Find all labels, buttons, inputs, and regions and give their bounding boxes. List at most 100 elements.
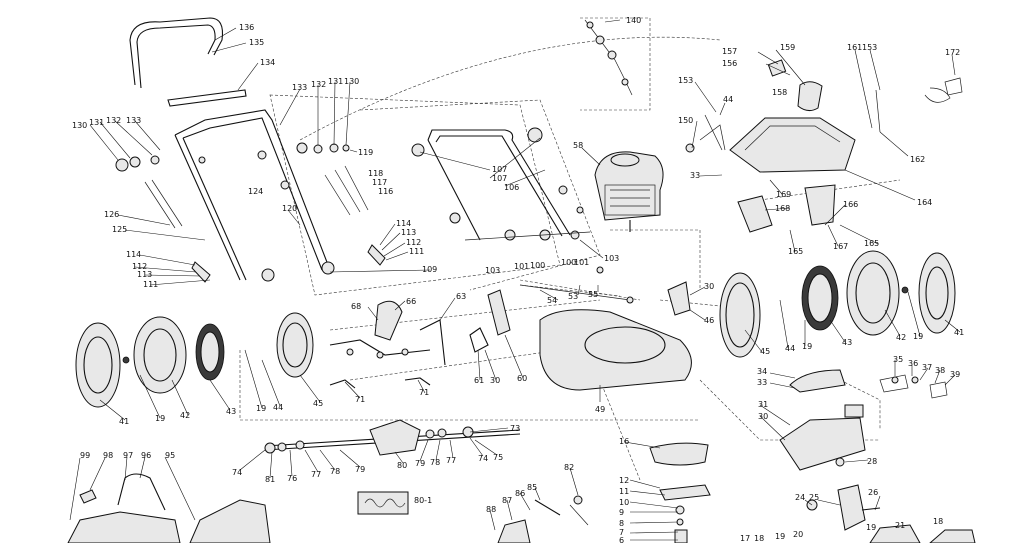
part-label: 114 [126,250,141,259]
part-label: 19 [256,404,266,413]
part-label: 81 [265,475,275,484]
part-label: 125 [112,225,127,234]
part-label: 133 [126,116,141,125]
bottom-middle-parts [497,495,589,543]
rear-gear-assembly [779,369,948,471]
part-label: 63 [456,292,466,301]
part-label: 96 [141,451,151,460]
part-label: 86 [515,489,525,498]
part-label: 113 [401,228,416,237]
part-label: 19 [155,414,165,423]
part-label: 53 [568,292,578,301]
part-label: 116 [378,187,393,196]
assembly-guide-lines [239,17,901,481]
part-label: 39 [950,370,960,379]
drive-axle-assembly [264,419,521,515]
height-adjust-mechanism [329,300,446,389]
part-label: 9 [619,508,624,517]
part-label: 130 [72,121,87,130]
leader-lines [69,19,961,541]
part-label: 42 [180,411,190,420]
part-label: 79 [355,465,365,474]
part-label: 77 [311,470,321,479]
part-label: 19 [866,523,876,532]
part-label: 49 [595,405,605,414]
part-label: 156 [722,59,737,68]
part-label: 135 [249,38,264,47]
part-label: 16 [619,437,629,446]
part-label: 85 [527,483,537,492]
part-label: 101 [574,258,589,267]
part-label: 77 [446,456,456,465]
part-label: 114 [396,219,411,228]
part-label: 38 [935,366,945,375]
part-label: 17 [740,534,750,543]
part-label: 159 [780,43,795,52]
part-label: 58 [573,141,583,150]
part-label: 101 [514,262,529,271]
part-label: 107 [492,174,507,183]
part-label: 140 [626,16,641,25]
part-label: 119 [358,148,373,157]
part-label: 45 [313,399,323,408]
part-label: 100 [530,261,545,270]
part-label: 157 [722,47,737,56]
part-label: 74 [478,454,488,463]
part-label: 99 [80,451,90,460]
part-label: 103 [604,254,619,263]
part-label: 153 [862,43,877,52]
part-label: 78 [430,458,440,467]
part-number-labels: 140 136 135 134 133 132 131 130 119 130 … [72,16,964,543]
part-label: 87 [502,496,512,505]
part-label: 131 [328,77,343,86]
part-label: 21 [895,521,905,530]
part-label: 166 [843,200,858,209]
part-label: 10 [619,498,629,507]
part-label: 97 [123,451,133,460]
part-label: 118 [368,169,383,178]
part-label: 28 [867,457,877,466]
part-label: 98 [103,451,113,460]
part-label: 133 [292,83,307,92]
part-label: 88 [486,505,496,514]
part-label: 161 [847,43,862,52]
part-label: 172 [945,48,960,57]
part-label: 19 [802,342,812,351]
part-label: 71 [419,388,429,397]
part-label: 44 [785,344,795,353]
part-label: 74 [232,468,242,477]
part-label: 79 [415,459,425,468]
part-label: 109 [422,265,437,274]
part-label: 20 [793,530,803,539]
part-label: 7 [619,528,624,537]
part-label: 19 [775,532,785,541]
part-label: 30 [758,412,768,421]
part-label: 132 [311,80,326,89]
part-label: 78 [330,467,340,476]
middle-handle-assembly [411,127,591,241]
part-label: 113 [137,270,152,279]
part-label: 158 [772,88,787,97]
part-label: 126 [104,210,119,219]
right-wheels [719,250,956,358]
upper-handle-assembly [129,17,247,107]
part-label: 45 [760,347,770,356]
part-label: 54 [547,296,557,305]
part-label: 153 [678,76,693,85]
left-handle-assembly [115,109,386,283]
part-label: 100 [561,258,576,267]
part-label: 36 [908,359,918,368]
part-label: 37 [922,363,932,372]
part-label: 164 [917,198,932,207]
part-label: 66 [406,297,416,306]
part-label: 30 [704,282,714,291]
top-cover-assembly [704,59,963,233]
part-label: 169 [776,190,791,199]
part-label: 46 [704,316,714,325]
part-label: 124 [248,187,263,196]
part-label: 41 [119,417,129,426]
part-label: 12 [619,476,629,485]
bottom-right-parts [806,484,976,543]
part-label: 112 [132,262,147,271]
